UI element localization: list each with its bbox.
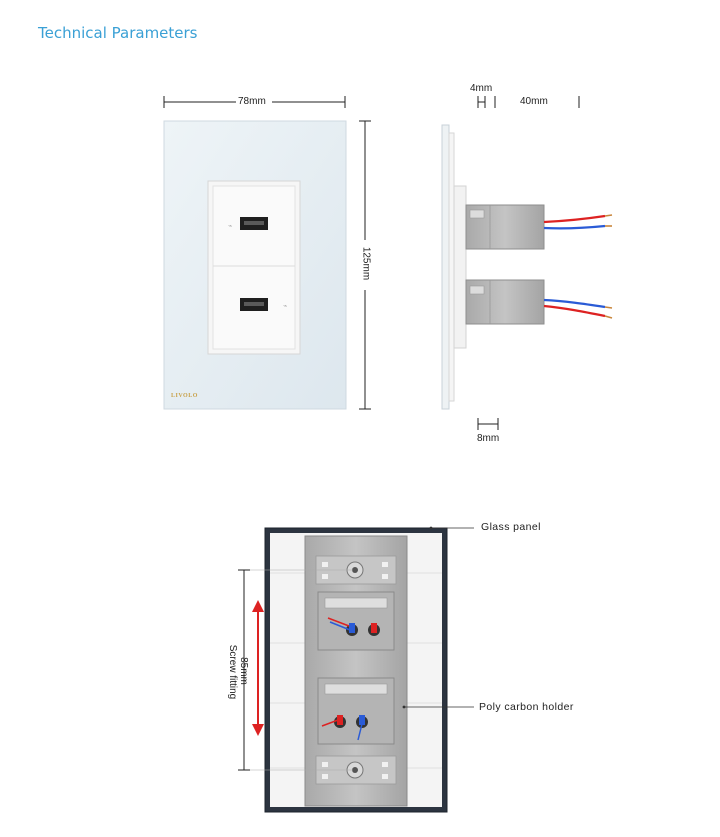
svg-text:⌁: ⌁: [283, 302, 287, 310]
side-front-depth-label: 4mm: [470, 83, 493, 94]
side-bottom-label: 8mm: [477, 433, 500, 444]
page-title: Technical Parameters: [38, 24, 198, 42]
front-height-label: 125mm: [360, 246, 372, 281]
svg-text:⌁: ⌁: [228, 222, 232, 230]
poly-carbon-holder-label: Poly carbon holder: [479, 701, 574, 713]
side-view: [441, 96, 613, 430]
front-view: ⌁ ⌁: [163, 96, 371, 410]
side-back-depth-label: 40mm: [520, 96, 548, 107]
screw-fitting-label: Screw fitting: [227, 644, 238, 700]
front-width-label: 78mm: [238, 96, 266, 107]
back-view: [238, 526, 474, 813]
glass-panel-label: Glass panel: [481, 521, 541, 533]
screw-distance-label: 85mm: [238, 657, 249, 685]
livolo-logo: LIVOLO: [171, 393, 198, 399]
